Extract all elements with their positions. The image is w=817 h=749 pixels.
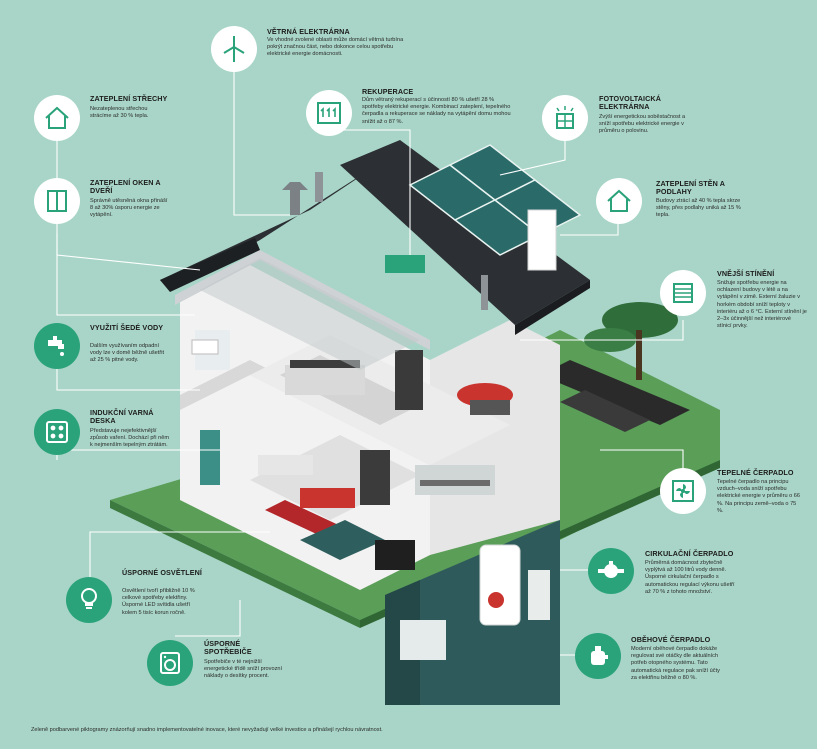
house-outline-icon xyxy=(34,95,80,141)
callout-text: Tepelné čerpadlo na principu vzduch–voda… xyxy=(717,479,801,514)
callout-text: Osvětlení tvoří přibližně 10 % celkové s… xyxy=(122,588,195,616)
callout-title: VYUŽITÍ ŠEDÉ VODY xyxy=(90,323,164,332)
callout-text: Spotřebiče v té nejnižší energetické tří… xyxy=(204,659,283,680)
fan-icon xyxy=(660,468,706,514)
callout-title: VĚTRNÁ ELEKTRÁRNA xyxy=(267,27,350,36)
callout-text: Ve vhodné zvolené oblasti může domácí vě… xyxy=(267,37,404,58)
callout-text: Dalším využívaním odpadní vody lze v dom… xyxy=(90,343,164,364)
callout-title: ZATEPLENÍ STĚN A PODLAHY xyxy=(656,179,725,197)
house-outline-icon xyxy=(596,178,642,224)
wind-turbine-icon xyxy=(211,26,257,72)
cooktop-icon xyxy=(34,409,80,455)
roof-right xyxy=(340,140,590,325)
callout-title: VNĚJŠÍ STÍNĚNÍ xyxy=(717,269,775,278)
callout-title: REKUPERACE xyxy=(362,87,414,96)
callout-text: Snižuje spotřebu energie na ochlazení bu… xyxy=(717,280,807,330)
footnote: Zeleně podbarvené piktogramy znázorňují … xyxy=(31,727,383,733)
callout-text: Moderní oběhové čerpadlo dokáže regulova… xyxy=(631,646,720,681)
recuperation-icon xyxy=(306,90,352,136)
washing-machine-icon xyxy=(147,640,193,686)
callout-text: Zvýší energetickou soběstačnost a sníží … xyxy=(599,114,686,135)
chimney xyxy=(527,209,557,271)
solar-panel-icon xyxy=(542,95,588,141)
callout-title: ZATEPLENÍ OKEN A DVEŘÍ xyxy=(90,178,161,196)
light-bulb-icon xyxy=(66,577,112,623)
callout-text: Průměrná domácnost zbytečně vyplýtvá až … xyxy=(645,560,735,595)
callout-title: ZATEPLENÍ STŘECHY xyxy=(90,94,168,103)
callout-text: Správně utěsněná okna přináší 8 až 30% ú… xyxy=(90,198,168,219)
callout-title: TEPELNÉ ČERPADLO xyxy=(717,468,794,477)
blinds-icon xyxy=(660,270,706,316)
callout-text: Nezateplenou střechou strácíme až 30 % t… xyxy=(90,106,149,120)
callout-title: INDUKČNÍ VARNÁ DESKA xyxy=(90,408,154,426)
window-icon xyxy=(34,178,80,224)
callout-title: FOTOVOLTAICKÁ ELEKTRÁRNA xyxy=(599,94,661,112)
callout-text: Představuje nejefektivnější způsob vařen… xyxy=(90,428,169,449)
pump-icon xyxy=(588,548,634,594)
callout-title: CIRKULAČNÍ ČERPADLO xyxy=(645,549,734,558)
faucet-icon xyxy=(34,323,80,369)
callout-title: ÚSPORNÉ SPOTŘEBIČE xyxy=(204,639,252,657)
pump-motor-icon xyxy=(575,633,621,679)
solar-panels xyxy=(408,144,582,256)
callout-title: ÚSPORNÉ OSVĚTLENÍ xyxy=(122,568,202,577)
callout-text: Budovy ztrácí až 40 % tepla skrze stěny,… xyxy=(656,198,741,219)
callout-title: OBĚHOVÉ ČERPADLO xyxy=(631,635,711,644)
callout-text: Dům větraný rekuperací s účinností 80 % … xyxy=(362,97,511,125)
